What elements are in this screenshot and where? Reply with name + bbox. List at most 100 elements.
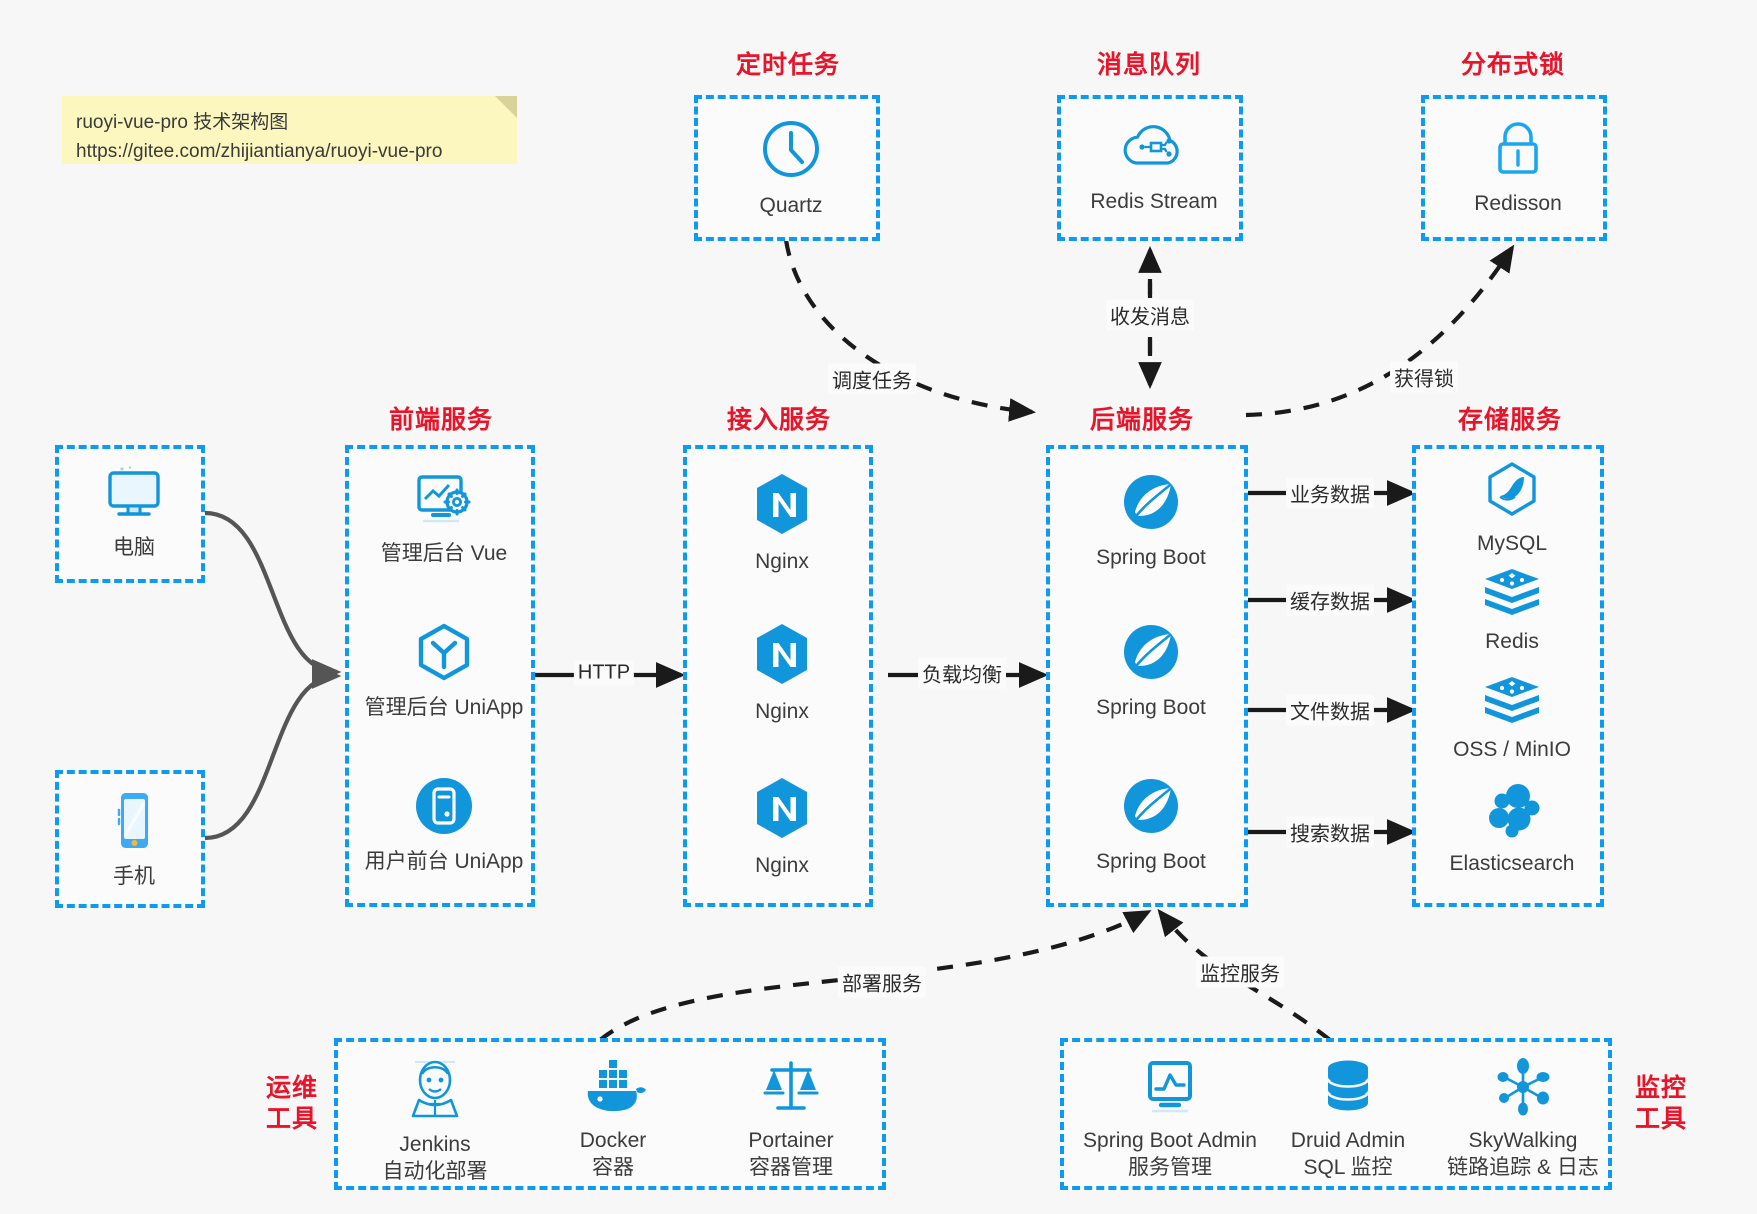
edge-label-file-data: 文件数据 [1286, 694, 1374, 726]
node-label: Docker [579, 1129, 647, 1152]
group-box-storage: MySQL Redis [1412, 445, 1604, 907]
node-label: Nginx [755, 550, 809, 573]
mobile-app-circle-icon [413, 775, 475, 842]
group-box-backend: Spring Boot Spring Boot Spring Boot [1046, 445, 1248, 907]
redis-stack-icon [1481, 567, 1543, 622]
edge-label-load-balance: 负载均衡 [918, 657, 1006, 689]
uniapp-hexagon-icon [413, 621, 475, 688]
group-title-scheduler: 定时任务 [736, 51, 841, 79]
node-quartz[interactable]: Quartz [698, 117, 884, 219]
node-label: Spring Boot Admin [1083, 1129, 1257, 1152]
group-box-lock: Redisson [1421, 95, 1607, 241]
clock-icon [759, 117, 823, 186]
node-label: 管理后台 Vue [380, 542, 508, 565]
note-url: https://gitee.com/zhijiantianya/ruoyi-vu… [76, 141, 443, 163]
group-title-monitor-line1: 监控 [1634, 1074, 1687, 1102]
edge-label-acquire-lock: 获得锁 [1390, 361, 1458, 393]
node-label: Druid Admin [1290, 1129, 1406, 1152]
nginx-icon [751, 621, 813, 692]
node-label: 手机 [113, 865, 155, 888]
desktop-monitor-icon [102, 465, 166, 528]
node-label: Spring Boot [1096, 546, 1206, 569]
node-sublabel: 容器 [592, 1156, 634, 1180]
node-nginx-2[interactable]: Nginx [687, 621, 877, 725]
group-title-devops-line2: 工具 [265, 1105, 318, 1134]
spring-boot-icon [1120, 471, 1182, 538]
spring-boot-icon [1120, 621, 1182, 688]
node-redisson[interactable]: Redisson [1425, 117, 1611, 217]
node-sublabel: SQL 监控 [1303, 1156, 1393, 1180]
node-elasticsearch[interactable]: Elasticsearch [1416, 781, 1608, 877]
node-docker[interactable]: Docker 容器 [528, 1058, 698, 1183]
node-nginx-1[interactable]: Nginx [687, 471, 877, 575]
edge-label-send-receive-message: 收发消息 [1106, 299, 1194, 331]
node-sublabel: 服务管理 [1128, 1156, 1212, 1180]
edge-label-deploy-service: 部署服务 [838, 966, 926, 998]
node-label: Redis [1485, 630, 1539, 653]
node-skywalking[interactable]: SkyWalking 链路追踪 & 日志 [1432, 1058, 1614, 1183]
node-label: OSS / MinIO [1453, 738, 1571, 761]
node-redis[interactable]: Redis [1416, 567, 1608, 655]
group-title-storage: 存储服务 [1458, 406, 1563, 434]
node-admin-vue[interactable]: 管理后台 Vue [349, 471, 539, 567]
node-label: Nginx [755, 854, 809, 877]
mysql-icon [1483, 461, 1541, 524]
node-label: Quartz [759, 194, 823, 217]
edge-label-business-data: 业务数据 [1286, 477, 1374, 509]
group-box-mq: Redis Stream [1057, 95, 1243, 241]
node-label: MySQL [1476, 532, 1547, 555]
spring-boot-icon [1120, 775, 1182, 842]
node-oss-minio[interactable]: OSS / MinIO [1416, 675, 1608, 763]
node-spring-boot-1[interactable]: Spring Boot [1050, 471, 1252, 571]
node-label: 用户前台 UniApp [364, 850, 524, 873]
group-box-gateway: Nginx Nginx Nginx [683, 445, 873, 907]
group-title-frontend: 前端服务 [389, 406, 494, 434]
node-label: Redis Stream [1090, 190, 1218, 213]
node-label: Nginx [755, 700, 809, 723]
note-fold-corner [495, 96, 517, 118]
node-spring-boot-3[interactable]: Spring Boot [1050, 775, 1252, 875]
group-title-mq: 消息队列 [1097, 51, 1202, 79]
edge-label-monitor-service: 监控服务 [1196, 956, 1284, 988]
node-computer[interactable]: 电脑 [59, 465, 209, 561]
nginx-icon [751, 471, 813, 542]
node-label: Spring Boot [1096, 696, 1206, 719]
elasticsearch-icon [1482, 781, 1542, 844]
node-portainer[interactable]: Portainer 容器管理 [706, 1058, 876, 1183]
edge-label-http: HTTP [573, 660, 635, 686]
node-sublabel: 自动化部署 [382, 1160, 488, 1184]
group-box-frontend: 管理后台 Vue 管理后台 UniApp 用户前台 UniApp [345, 445, 535, 907]
node-spring-boot-2[interactable]: Spring Boot [1050, 621, 1252, 721]
diagram-note: ruoyi-vue-pro 技术架构图 https://gitee.com/zh… [62, 96, 517, 164]
node-mysql[interactable]: MySQL [1416, 461, 1608, 557]
group-box-scheduler: Quartz [694, 95, 880, 241]
node-redis-stream[interactable]: Redis Stream [1061, 117, 1247, 215]
node-sublabel: 链路追踪 & 日志 [1447, 1156, 1599, 1180]
group-box-device-phone: 手机 [55, 770, 205, 908]
group-title-backend: 后端服务 [1090, 406, 1195, 434]
node-label: Redisson [1474, 192, 1562, 215]
group-title-gateway: 接入服务 [727, 406, 832, 434]
group-box-device-computer: 电脑 [55, 445, 205, 583]
group-title-devops-line1: 运维 [265, 1074, 318, 1102]
cloud-stream-icon [1120, 117, 1188, 182]
node-spring-boot-admin[interactable]: Spring Boot Admin 服务管理 [1072, 1058, 1268, 1183]
node-nginx-3[interactable]: Nginx [687, 775, 877, 879]
database-cylinder-icon [1320, 1058, 1376, 1121]
node-jenkins[interactable]: Jenkins 自动化部署 [350, 1058, 520, 1187]
node-druid-admin[interactable]: Druid Admin SQL 监控 [1260, 1058, 1436, 1183]
node-sublabel: 容器管理 [749, 1156, 833, 1180]
jenkins-butler-icon [407, 1058, 463, 1125]
oss-stack-icon [1481, 675, 1543, 730]
node-label: SkyWalking [1468, 1129, 1578, 1152]
group-box-monitor: Spring Boot Admin 服务管理 D [1060, 1038, 1612, 1190]
nginx-icon [751, 775, 813, 846]
node-user-uniapp[interactable]: 用户前台 UniApp [349, 775, 539, 875]
monitor-chart-icon [1139, 1058, 1201, 1121]
node-admin-uniapp[interactable]: 管理后台 UniApp [349, 621, 539, 721]
mobile-phone-icon [111, 790, 157, 857]
node-label: Portainer [748, 1129, 834, 1152]
node-phone[interactable]: 手机 [59, 790, 209, 890]
group-title-monitor-line2: 工具 [1634, 1105, 1687, 1134]
